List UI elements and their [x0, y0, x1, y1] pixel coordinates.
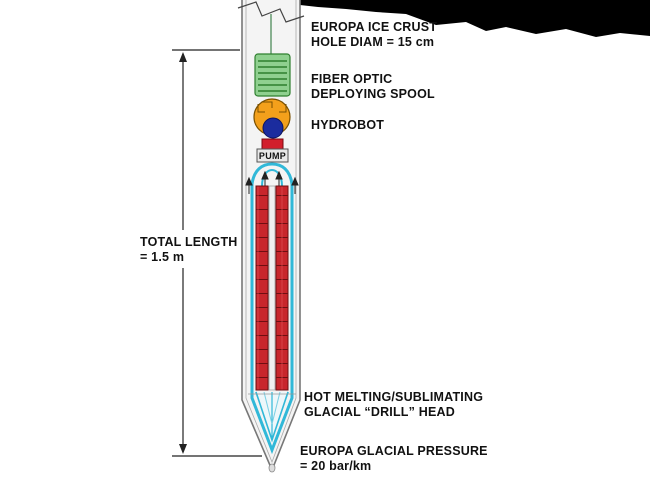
- label-ice-crust-line2: HOLE DIAM = 15 cm: [311, 35, 435, 49]
- probe-break-line: [237, 1, 305, 23]
- probe-tip: [268, 463, 276, 473]
- label-total-length-line1: TOTAL LENGTH: [140, 235, 238, 249]
- total-length-dimension: [172, 49, 262, 457]
- label-pressure-line1: EUROPA GLACIAL PRESSURE: [300, 444, 488, 458]
- label-drill-head: HOT MELTING/SUBLIMATING GLACIAL “DRILL” …: [304, 390, 483, 420]
- label-total-length: TOTAL LENGTH = 1.5 m: [140, 235, 238, 265]
- drill-head: [248, 391, 296, 443]
- label-hydrobot-text: HYDROBOT: [311, 118, 385, 132]
- label-hydrobot: HYDROBOT: [311, 118, 384, 133]
- fiber-optic-spool: [254, 53, 291, 97]
- label-drill-line1: HOT MELTING/SUBLIMATING: [304, 390, 484, 404]
- label-ice-crust: EUROPA ICE CRUST HOLE DIAM = 15 cm: [311, 20, 437, 50]
- heater-elements: [255, 185, 289, 391]
- label-fiber-optic-spool: FIBER OPTIC DEPLOYING SPOOL: [311, 72, 435, 102]
- hydrobot: [253, 98, 291, 139]
- label-pressure-line2: = 20 bar/km: [300, 459, 372, 473]
- hydrobot-core: [262, 117, 284, 139]
- flow-arrows: [245, 170, 299, 194]
- label-spool-line1: FIBER OPTIC: [311, 72, 393, 86]
- label-total-length-line2: = 1.5 m: [140, 250, 185, 264]
- label-ice-crust-line1: EUROPA ICE CRUST: [311, 20, 438, 34]
- label-spool-line2: DEPLOYING SPOOL: [311, 87, 435, 101]
- label-drill-line2: GLACIAL “DRILL” HEAD: [304, 405, 455, 419]
- pump-housing: PUMP: [256, 138, 289, 163]
- label-glacial-pressure: EUROPA GLACIAL PRESSURE = 20 bar/km: [300, 444, 488, 474]
- ice-crust-surface: [300, 0, 650, 37]
- pump-label: PUMP: [259, 151, 286, 161]
